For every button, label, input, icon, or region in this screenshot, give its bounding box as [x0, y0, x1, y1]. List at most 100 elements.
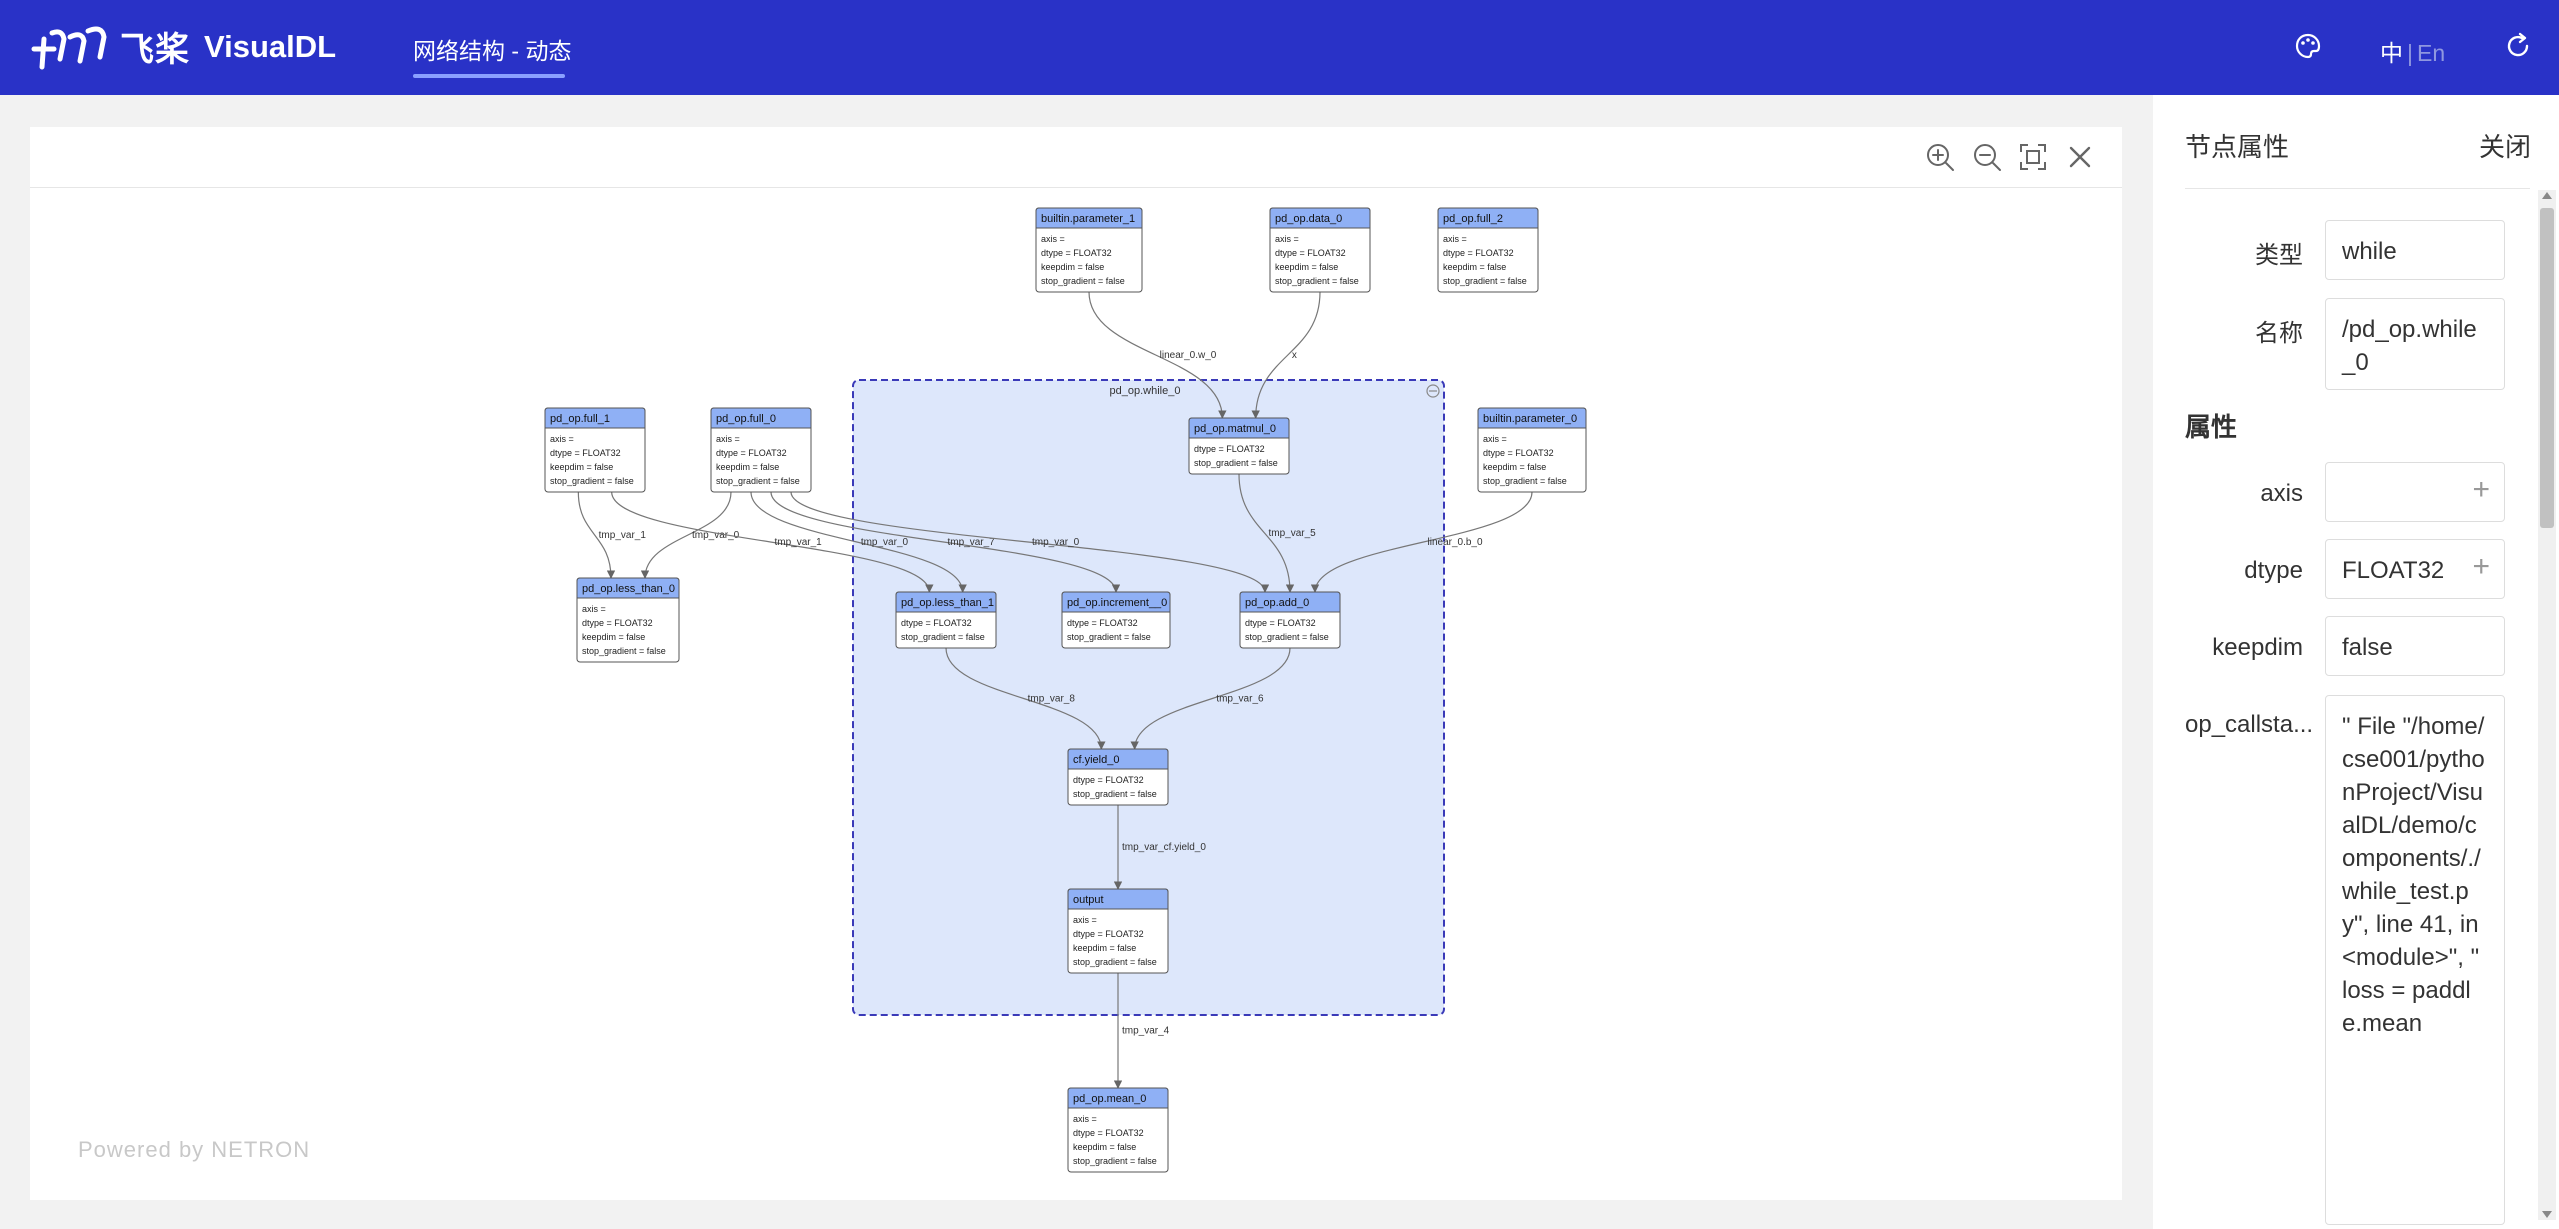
node-attribute: axis = — [716, 434, 740, 444]
node-attribute: stop_gradient = false — [1073, 789, 1157, 799]
node-header[interactable] — [1239, 591, 1341, 613]
node-title: pd_op.less_than_0 — [582, 583, 675, 595]
scroll-down-arrow-icon[interactable] — [2542, 1211, 2552, 1218]
edge-label: tmp_var_6 — [1216, 694, 1264, 705]
prop-value-keepdim[interactable]: false — [2325, 616, 2505, 676]
graph-edge[interactable] — [770, 491, 1121, 593]
scroll-up-arrow-icon[interactable] — [2542, 192, 2552, 199]
prop-value-dtype[interactable]: FLOAT32 + — [2325, 539, 2505, 599]
graph-edge[interactable] — [1238, 473, 1295, 593]
node-attribute: keepdim = false — [582, 632, 645, 642]
graph-edge[interactable] — [1130, 647, 1291, 750]
lang-en[interactable]: En — [2416, 40, 2446, 66]
expand-plus-icon[interactable]: + — [2472, 473, 2490, 506]
node-header[interactable] — [544, 407, 646, 429]
node-attribute: dtype = FLOAT32 — [1073, 775, 1144, 785]
node-attribute: stop_gradient = false — [716, 476, 800, 486]
node-header[interactable] — [1035, 207, 1143, 229]
graph-edge[interactable] — [945, 647, 1106, 750]
logo[interactable]: 飞桨 VisualDL — [30, 22, 336, 71]
node-header[interactable] — [1067, 888, 1169, 910]
node-attribute: dtype = FLOAT32 — [716, 448, 787, 458]
name-label: 名称 — [2255, 320, 2303, 347]
node-attribute: keepdim = false — [1275, 262, 1338, 272]
node-attribute: dtype = FLOAT32 — [1194, 444, 1265, 454]
node-title: builtin.parameter_1 — [1041, 213, 1135, 225]
node-attribute: stop_gradient = false — [1194, 458, 1278, 468]
node-header[interactable] — [895, 591, 997, 613]
node-attribute: keepdim = false — [1483, 462, 1546, 472]
node-header[interactable] — [1067, 748, 1169, 770]
graph-edge[interactable] — [611, 491, 934, 593]
palette-icon[interactable] — [2294, 32, 2322, 60]
expand-plus-icon[interactable]: + — [2472, 550, 2490, 583]
node-header[interactable] — [1437, 207, 1539, 229]
node-title: output — [1073, 894, 1104, 906]
edge-label: tmp_var_4 — [1122, 1026, 1170, 1037]
node-properties-panel: 节点属性 关闭 类型 while 名称 /pd_op.while_0 属性 ax… — [2153, 95, 2559, 1229]
close-icon[interactable] — [2065, 142, 2095, 172]
name-value-field[interactable]: /pd_op.while_0 — [2325, 298, 2505, 390]
node-title: pd_op.mean_0 — [1073, 1093, 1146, 1105]
node-attribute: stop_gradient = false — [550, 476, 634, 486]
lang-zh[interactable]: 中 — [2380, 40, 2403, 66]
graph-edge[interactable] — [750, 491, 967, 593]
node-header[interactable] — [710, 407, 812, 429]
panel-close-button[interactable]: 关闭 — [2479, 132, 2532, 162]
graph-edge[interactable] — [577, 491, 616, 579]
node-attribute: dtype = FLOAT32 — [1073, 1128, 1144, 1138]
node-title: pd_op.add_0 — [1245, 597, 1309, 609]
zoom-in-icon[interactable] — [1925, 142, 1955, 172]
edge-label: tmp_var_5 — [1269, 528, 1317, 539]
collapse-group-icon[interactable] — [1426, 384, 1440, 398]
language-switch[interactable]: 中|En — [2380, 34, 2445, 68]
node-attribute: dtype = FLOAT32 — [1275, 248, 1346, 258]
node-header[interactable] — [1269, 207, 1371, 229]
node-attribute: axis = — [1275, 234, 1299, 244]
panel-divider — [2185, 188, 2530, 189]
scrollbar-thumb[interactable] — [2540, 208, 2554, 528]
type-value-field[interactable]: while — [2325, 220, 2505, 280]
graph-edge[interactable] — [640, 491, 732, 579]
node-attribute: keepdim = false — [1443, 262, 1506, 272]
nav-tab-network-structure[interactable]: 网络结构 - 动态 — [413, 38, 572, 64]
graph-edge[interactable] — [1310, 491, 1533, 593]
prop-value-dtype-text: FLOAT32 — [2342, 557, 2445, 584]
node-header[interactable] — [1477, 407, 1587, 429]
refresh-icon[interactable] — [2504, 32, 2532, 60]
graph-edge[interactable] — [1251, 291, 1321, 419]
prop-value-op-callstack[interactable]: " File "/home/cse001/pythonProject/Visua… — [2325, 695, 2505, 1225]
prop-key-dtype: dtype — [2244, 557, 2303, 584]
node-header[interactable] — [1067, 1087, 1169, 1109]
node-attribute: stop_gradient = false — [1067, 632, 1151, 642]
node-attribute: dtype = FLOAT32 — [582, 618, 653, 628]
zoom-out-icon[interactable] — [1972, 142, 2002, 172]
graph-edge[interactable] — [1088, 291, 1227, 419]
node-header[interactable] — [576, 577, 680, 599]
graph-edge[interactable] — [790, 491, 1270, 593]
prop-value-axis[interactable]: + — [2325, 462, 2505, 522]
node-attribute: keepdim = false — [1073, 1142, 1136, 1152]
node-header[interactable] — [1188, 417, 1290, 439]
fit-screen-icon[interactable] — [2018, 142, 2048, 172]
node-header[interactable] — [1061, 591, 1171, 613]
edge-label: linear_0.b_0 — [1428, 537, 1483, 548]
node-attribute: axis = — [1073, 915, 1097, 925]
panel-scrollbar[interactable] — [2538, 190, 2556, 1220]
